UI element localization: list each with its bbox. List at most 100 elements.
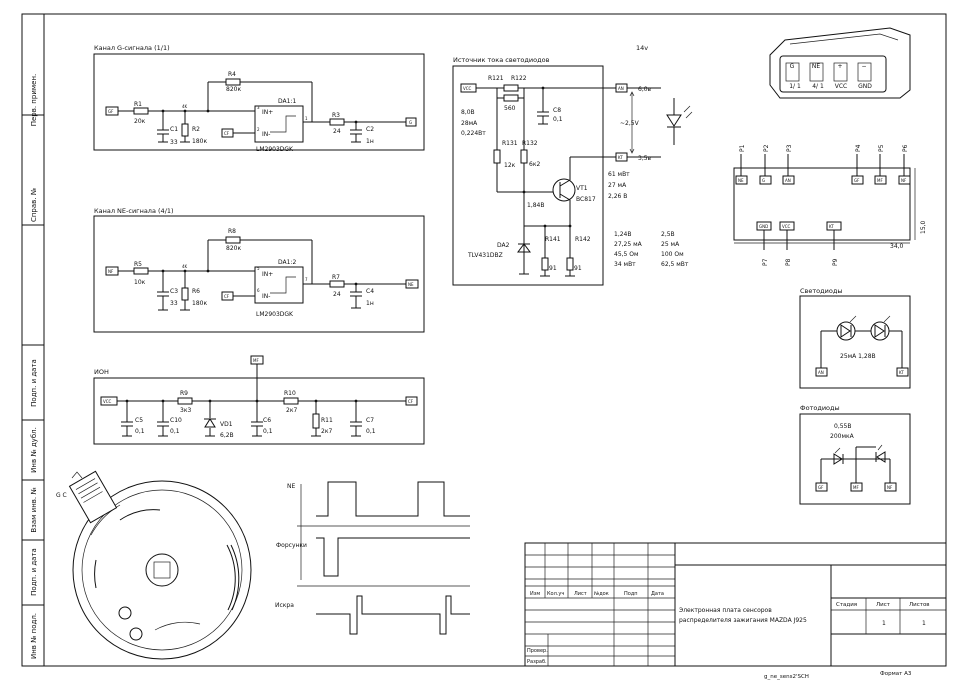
board-pin-label: P2 bbox=[763, 144, 770, 152]
tb-stage: Стадия bbox=[836, 602, 857, 608]
c10-label: C10 bbox=[170, 417, 182, 424]
r10-resistor bbox=[283, 397, 299, 405]
c2-label: C2 bbox=[366, 126, 374, 133]
vcc-port-label: VCC bbox=[463, 86, 472, 91]
ion-title: ИОН bbox=[94, 368, 109, 376]
side-label: Инв № подл. bbox=[30, 613, 38, 659]
r9-value: 3к3 bbox=[180, 407, 191, 414]
c8-value: 0,1 bbox=[553, 116, 563, 123]
r132-value: 6к2 bbox=[529, 161, 540, 168]
r11-label: R11 bbox=[321, 417, 333, 424]
da1-1-label: DA1:1 bbox=[278, 98, 296, 105]
tb-col: Изм bbox=[530, 591, 540, 597]
mf-port-label: MF bbox=[253, 358, 259, 363]
connector-pin: G bbox=[790, 63, 795, 70]
c5-label: C5 bbox=[135, 417, 143, 424]
vt-voltage: 2,26 В bbox=[608, 193, 627, 200]
r3-value: 24 bbox=[333, 128, 341, 135]
da1-2-opamp bbox=[254, 266, 304, 304]
connector-label: GND bbox=[858, 83, 872, 90]
r131-label: R131 bbox=[502, 140, 518, 147]
connector-label: 1/ 1 bbox=[789, 83, 801, 90]
an-port-label: AN bbox=[818, 370, 824, 375]
drawing-frame bbox=[43, 13, 947, 667]
connector-drawing: G NE + − 1/ 1 4/ 1 VCC GND bbox=[769, 27, 911, 99]
an-port-label: AN bbox=[618, 86, 624, 91]
r122-label: R122 bbox=[511, 75, 527, 82]
connector-pin: + bbox=[837, 63, 842, 70]
led-source-block: Источник тока светодиодов 14v VCC AN R12… bbox=[452, 44, 693, 286]
cf-port-label: CF bbox=[408, 399, 414, 404]
photodiode-icon bbox=[833, 451, 886, 465]
board-pin-label: P8 bbox=[785, 258, 792, 266]
ion-block: ИОН MF VCC R9 3к3 R10 2к7 CF C5 0,1 C1 bbox=[93, 355, 425, 445]
r4-resistor bbox=[225, 78, 241, 86]
calc-col2: 100 Ом bbox=[661, 251, 684, 258]
board-pin-label: P5 bbox=[878, 144, 885, 152]
nf-port-label: NF bbox=[108, 269, 114, 274]
kt-port-label: KT bbox=[618, 155, 623, 160]
g-channel-title: Канал G-сигнала (1/1) bbox=[94, 44, 170, 52]
board-pin-label: P3 bbox=[786, 144, 793, 152]
c7-label: C7 bbox=[366, 417, 374, 424]
da2-label: DA2 bbox=[497, 242, 510, 249]
c6-value: 0,1 bbox=[263, 428, 273, 435]
r4-value: 820к bbox=[226, 86, 241, 93]
board-height: 15,0 bbox=[920, 220, 927, 234]
connector-label: VCC bbox=[835, 83, 847, 90]
connector-pin: − bbox=[861, 63, 866, 70]
r1-label: R1 bbox=[134, 101, 142, 108]
r4-label: R4 bbox=[228, 71, 236, 78]
da1-1-opamp bbox=[254, 105, 304, 143]
in-plus-label: IN+ bbox=[262, 109, 273, 116]
r7-label: R7 bbox=[332, 274, 340, 281]
r121-label: R121 bbox=[488, 75, 504, 82]
g-out-label: G bbox=[409, 120, 412, 125]
drawing-title: Электронная плата сенсоров bbox=[679, 607, 772, 614]
r131-resistor bbox=[493, 149, 501, 164]
board-pin-label: P9 bbox=[832, 258, 839, 266]
vt-power: 61 мВт bbox=[608, 171, 630, 178]
tb-row: Провер. bbox=[527, 648, 548, 654]
spark-wave bbox=[316, 595, 470, 635]
r2-label: R2 bbox=[192, 126, 200, 133]
cf-port bbox=[405, 396, 418, 406]
drawing-subtitle: распределителя зажигания MAZDA J925 bbox=[679, 617, 807, 624]
encoder-disc-drawing: G C bbox=[56, 470, 252, 660]
da2-part: TLV431DBZ bbox=[467, 252, 503, 259]
c1-label: C1 bbox=[170, 126, 178, 133]
base-voltage: 1,84В bbox=[527, 202, 544, 209]
r3-resistor bbox=[329, 118, 345, 126]
c5-value: 0,1 bbox=[135, 428, 145, 435]
board-pin-signal: KT bbox=[829, 224, 834, 229]
gf-port bbox=[815, 482, 828, 492]
da1-2-part: LM2903DGK bbox=[256, 311, 294, 318]
r122-value: 560 bbox=[504, 105, 516, 112]
tb-col: Подп bbox=[624, 591, 638, 597]
r7-value: 24 bbox=[333, 291, 341, 298]
nf-port-label: NF bbox=[887, 485, 893, 490]
photodiodes-block: Фотодиоды 0,55В 200мкА GF MF NF bbox=[799, 404, 911, 505]
board-pin-port bbox=[735, 175, 748, 185]
pin-label: 1 bbox=[305, 116, 308, 121]
vd1-label: VD1 bbox=[220, 421, 233, 428]
tb-sheets: Листов bbox=[909, 602, 930, 608]
r1-value: 20к bbox=[134, 118, 146, 125]
gf-port-label: GF bbox=[108, 109, 114, 114]
injector-wave bbox=[316, 537, 470, 577]
side-label: Справ. № bbox=[30, 188, 38, 222]
r3-label: R3 bbox=[332, 112, 340, 119]
r142-resistor bbox=[566, 257, 574, 271]
led-icon bbox=[840, 324, 886, 338]
board-pin-signal: GF bbox=[854, 178, 860, 183]
cf-port-label: CF bbox=[224, 131, 230, 136]
r141-value: 91 bbox=[549, 265, 557, 272]
left-margin-stamp: Перв. примен. Справ. № Подп. и дата Инв … bbox=[21, 13, 45, 667]
waveforms: NE Форсунки Искра bbox=[275, 481, 470, 635]
tb-col: Дата bbox=[651, 591, 664, 597]
board-pin-signal: VCC bbox=[782, 224, 791, 229]
ne-channel-title: Канал NE-сигнала (4/1) bbox=[94, 207, 174, 215]
side-label: Подп. и дата bbox=[30, 359, 38, 407]
board-pin-signal: GND bbox=[759, 224, 768, 229]
connector-pin: NE bbox=[812, 63, 820, 70]
